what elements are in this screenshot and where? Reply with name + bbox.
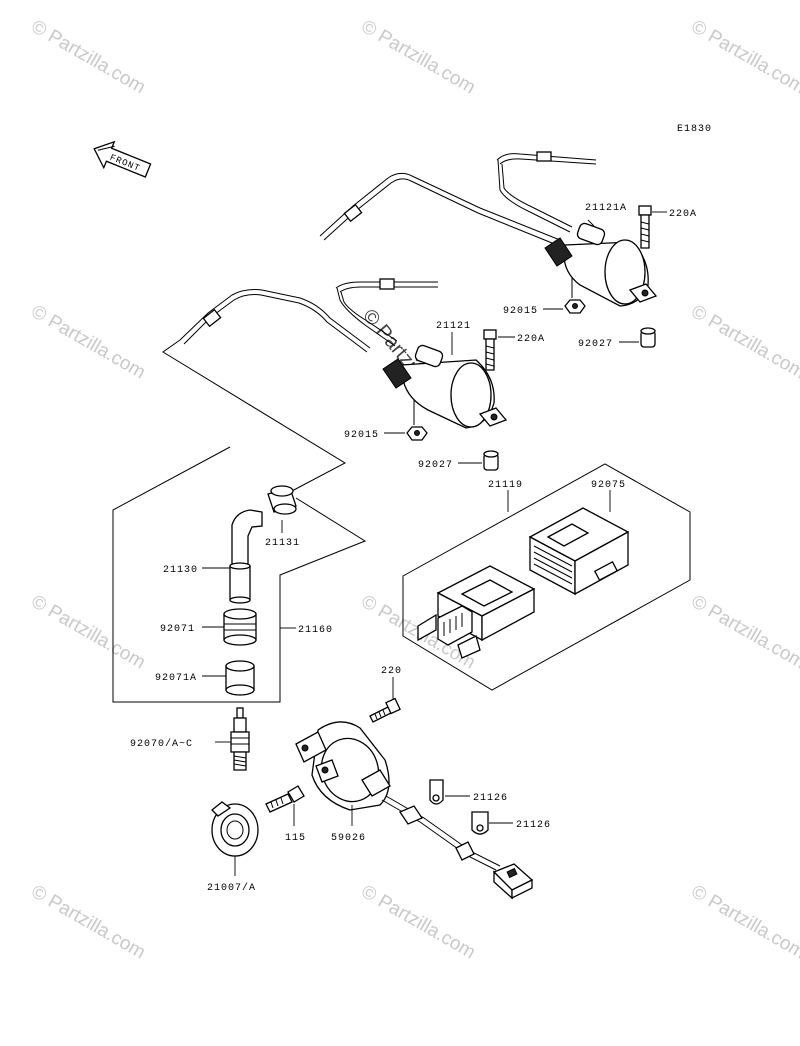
callout-92027-top: 92027 [578, 339, 613, 350]
bolt-220 [369, 697, 401, 723]
watermark: © Partzilla.com [688, 881, 800, 963]
callout-21121: 21121 [436, 321, 471, 332]
callout-21126-a: 21126 [473, 793, 508, 804]
bolt-220A-top [638, 205, 652, 249]
rubber-92071 [223, 608, 257, 646]
spark-plug-92070 [230, 707, 250, 771]
callout-92027-mid: 92027 [418, 460, 453, 471]
watermark: © Partzilla.com [28, 591, 149, 673]
seal-21131 [267, 485, 297, 515]
callout-59026: 59026 [331, 833, 366, 844]
clamp-21126-a [429, 779, 444, 805]
clamp-21126-b [471, 811, 489, 835]
watermark: © Partzilla.com [28, 301, 149, 383]
watermark: © Partzilla.com [358, 16, 479, 98]
plug-cap-group-outline [112, 339, 367, 703]
igniter-group-outline [402, 463, 691, 691]
callout-92071A: 92071A [155, 673, 197, 684]
diagram-code: E1830 [677, 124, 712, 135]
callout-92075: 92075 [591, 480, 626, 491]
callout-21007: 21007/A [207, 882, 256, 894]
front-arrow-icon: FRONT [93, 140, 152, 178]
callout-21119: 21119 [488, 480, 523, 491]
callout-220A-top: 220A [669, 209, 697, 220]
callout-21131: 21131 [265, 538, 300, 549]
callout-115: 115 [285, 833, 306, 844]
timing-cover-21007 [211, 801, 259, 857]
collar-92027-mid [483, 450, 499, 471]
callout-92071: 92071 [160, 624, 195, 635]
watermark: © Partzilla.com [28, 881, 149, 963]
callout-labels: 21121A 220A 92015 92027 21121 220A 92015… [130, 203, 697, 894]
bolt-115 [265, 785, 305, 813]
pickup-coil-59026 [295, 721, 534, 900]
watermark: © Partzilla.com [358, 881, 479, 963]
callout-21160: 21160 [298, 625, 333, 636]
igniter-92075 [528, 507, 630, 596]
callout-220A-mid: 220A [517, 334, 545, 345]
nut-92015-top [564, 278, 586, 314]
nut-92015-mid [406, 400, 428, 441]
rubber-92071A [225, 660, 255, 696]
callout-92070: 92070/A~C [130, 738, 193, 750]
watermark: © Partzilla.com [688, 301, 800, 383]
bolt-220A-mid [483, 329, 497, 371]
ignition-coil-21121 [179, 278, 508, 429]
collar-92027-top [640, 327, 656, 348]
callout-21126-b: 21126 [516, 820, 551, 831]
callout-21130: 21130 [163, 565, 198, 576]
callout-92015-mid: 92015 [344, 430, 379, 441]
watermark: © Partzilla.com [28, 16, 149, 98]
watermark: © Partzilla.com [688, 16, 800, 98]
callout-92015-top: 92015 [503, 306, 538, 317]
igniter-unit-21119 [417, 565, 536, 659]
callout-21121A: 21121A [585, 203, 627, 214]
leader-lines [202, 211, 667, 876]
callout-220: 220 [381, 666, 402, 677]
plug-cap-21130 [229, 509, 263, 604]
watermark: © Partzilla.com [688, 591, 800, 673]
ignition-coil-21121A [319, 151, 658, 307]
